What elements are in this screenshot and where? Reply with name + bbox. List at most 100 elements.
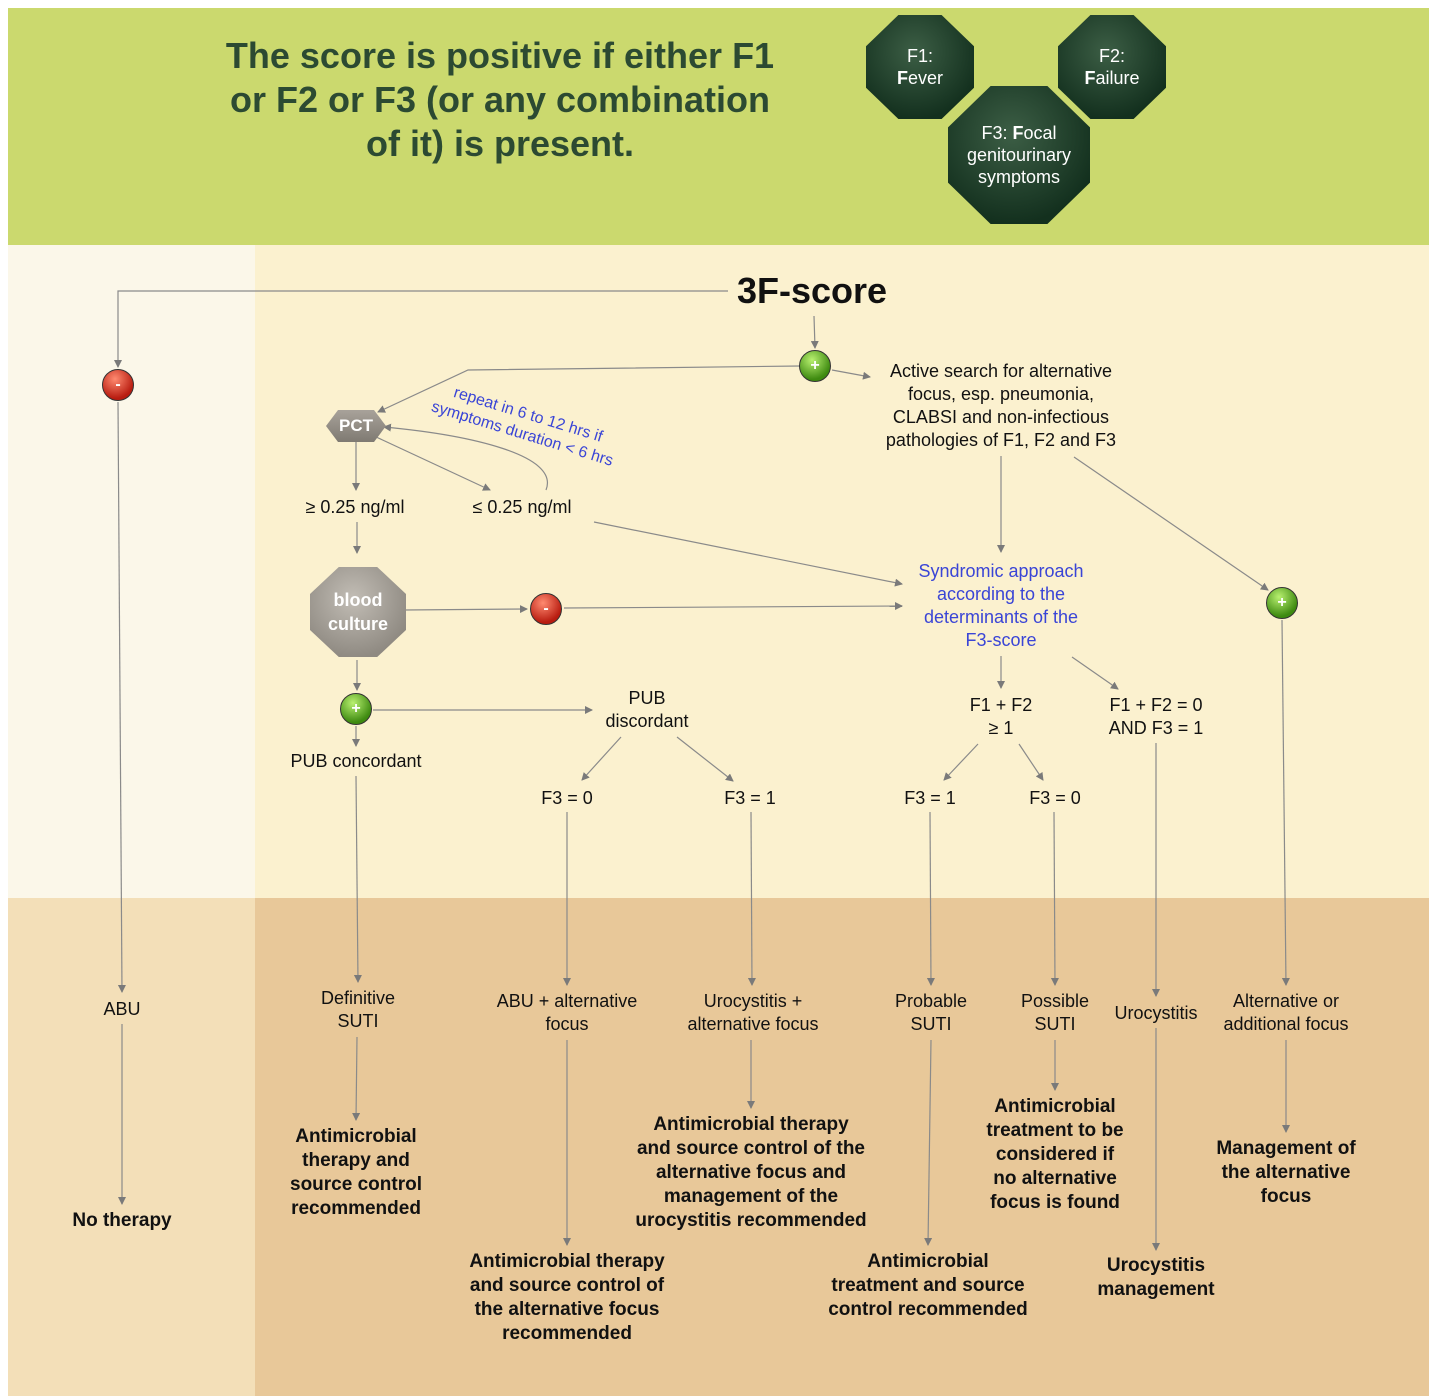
action-am-line-2: the alternative bbox=[1221, 1162, 1351, 1183]
arrow-low-to-syndromic bbox=[593, 521, 903, 587]
f3-line-3: symptoms bbox=[977, 167, 1060, 187]
arrow-f3-1a-to-uro-alt bbox=[747, 811, 756, 986]
f3-0-ge1: F3 = 0 bbox=[1029, 788, 1081, 808]
action-aft-line-4: recommended bbox=[502, 1323, 632, 1344]
f3-focal-octagon: F3: Focal genitourinary symptoms bbox=[948, 86, 1090, 224]
action-as-line-2: therapy and bbox=[302, 1150, 410, 1171]
arrow-plus2-to-alt bbox=[1281, 619, 1290, 986]
action-as-line-4: recommended bbox=[291, 1198, 421, 1219]
pub-discordant-line-1: PUB bbox=[628, 688, 666, 708]
arrow-pct-to-low bbox=[373, 435, 491, 491]
f1-f2-zero-line-2: AND F3 = 1 bbox=[1108, 718, 1204, 738]
f1-name: Fever bbox=[896, 68, 943, 88]
outcome-probable-suti: Probable SUTI bbox=[878, 990, 984, 1036]
pct-label: PCT bbox=[339, 416, 373, 435]
f3-line-2: genitourinary bbox=[966, 145, 1072, 165]
action-as-line-3: source control bbox=[290, 1174, 422, 1195]
probable-line-2: SUTI bbox=[910, 1014, 952, 1034]
negative-result-button: - bbox=[102, 369, 134, 401]
syndromic-line-2: according to the bbox=[936, 584, 1066, 604]
f3-1-discordant: F3 = 1 bbox=[724, 788, 776, 808]
arrow-definitive-to-therapy bbox=[352, 1036, 361, 1121]
action-um-line-2: management bbox=[1097, 1279, 1215, 1300]
f3-name: F3: Focal bbox=[981, 123, 1057, 143]
action-aft-line-3: the alternative focus bbox=[474, 1299, 660, 1320]
syndromic-line-4: F3-score bbox=[965, 630, 1037, 650]
blood-culture-line-1: blood bbox=[333, 590, 383, 610]
possible-line-2: SUTI bbox=[1034, 1014, 1076, 1034]
alternative-focus-plus-button: + bbox=[1266, 587, 1298, 619]
action-uat-line-4: management of the bbox=[663, 1186, 839, 1207]
uro-alt-line-1: Urocystitis + bbox=[703, 991, 803, 1011]
arrow-repeat-loop bbox=[383, 423, 549, 491]
outcome-urocystitis-alternative: Urocystitis + alternative focus bbox=[672, 990, 834, 1036]
arrow-syndromic-to-zero bbox=[1071, 656, 1119, 690]
pct-low-threshold: ≤ 0.25 ng/ml bbox=[472, 497, 572, 517]
f1-f2-ge-1: F1 + F2 ≥ 1 bbox=[950, 694, 1052, 740]
uro-alt-line-2: alternative focus bbox=[687, 1014, 819, 1034]
f1-label: F1: bbox=[906, 46, 933, 66]
action-aft-line-2: and source control of bbox=[469, 1275, 665, 1296]
f2-name: Failure bbox=[1084, 68, 1140, 88]
pub-concordant: PUB concordant bbox=[290, 751, 422, 771]
outcome-alternative-focus: Alternative or additional focus bbox=[1212, 990, 1360, 1036]
arrow-discordant-to-f3-0 bbox=[581, 736, 622, 781]
arrow-ge1-to-f3-1 bbox=[943, 743, 979, 781]
arrow-plus-to-search bbox=[831, 369, 871, 380]
action-uat-line-3: alternative focus and bbox=[655, 1162, 847, 1183]
pct-octagon: PCT bbox=[326, 410, 386, 442]
header-statement: The score is positive if either F1 or F2… bbox=[200, 34, 800, 166]
action-uat-line-5: urocystitis recommended bbox=[635, 1210, 867, 1231]
syndromic-line-1: Syndromic approach bbox=[918, 561, 1084, 581]
action-uat-line-2: and source control of the bbox=[636, 1138, 866, 1159]
arrow-score-to-plus bbox=[810, 315, 819, 349]
arrow-minus-to-abu bbox=[117, 401, 126, 993]
arrow-concordant-to-definitive bbox=[353, 775, 362, 983]
definitive-line-1: Definitive bbox=[320, 988, 396, 1008]
action-pos-line-3: considered if bbox=[995, 1144, 1115, 1165]
blood-culture-octagon: blood culture bbox=[310, 567, 406, 657]
action-pos-line-2: treatment to be bbox=[986, 1120, 1124, 1141]
left-column-band bbox=[8, 245, 255, 898]
alt-focus-line-1: Alternative or bbox=[1232, 991, 1340, 1011]
arrow-bc-to-minus2 bbox=[403, 605, 528, 614]
action-um-line-1: Urocystitis bbox=[1106, 1255, 1206, 1276]
outcome-abu-alternative: ABU + alternative focus bbox=[482, 990, 652, 1036]
f1-f2-zero-f3-one: F1 + F2 = 0 AND F3 = 1 bbox=[1088, 694, 1224, 740]
active-search-line-2: focus, esp. pneumonia, bbox=[907, 384, 1095, 404]
action-no-therapy: No therapy bbox=[72, 1210, 172, 1231]
header-band bbox=[8, 8, 1429, 245]
action-am-line-3: focus bbox=[1260, 1186, 1312, 1207]
action-antimicrobial-source: Antimicrobial therapy and source control… bbox=[276, 1125, 436, 1221]
positive-culture-button: + bbox=[340, 693, 372, 725]
action-alternative-management: Management of the alternative focus bbox=[1206, 1137, 1366, 1209]
arrow-f3-0b-to-possible bbox=[1050, 811, 1059, 986]
f3-1-ge1: F3 = 1 bbox=[904, 788, 956, 808]
arrow-search-to-plus2 bbox=[1073, 456, 1269, 591]
action-am-line-1: Management of bbox=[1216, 1138, 1356, 1159]
outcome-possible-suti: Possible SUTI bbox=[1005, 990, 1105, 1036]
active-search-line-3: CLABSI and non-infectious bbox=[892, 407, 1110, 427]
possible-line-1: Possible bbox=[1020, 991, 1090, 1011]
arrow-minus2-to-syndromic bbox=[563, 602, 903, 611]
active-search-line-1: Active search for alternative bbox=[889, 361, 1113, 381]
arrow-ge1-to-f3-0 bbox=[1018, 743, 1044, 781]
f3-0-discordant: F3 = 0 bbox=[541, 788, 593, 808]
action-pos-line-5: focus is found bbox=[990, 1192, 1120, 1213]
abu-alt-line-1: ABU + alternative bbox=[496, 991, 638, 1011]
alt-focus-line-2: additional focus bbox=[1223, 1014, 1349, 1034]
action-aft-line-1: Antimicrobial therapy bbox=[469, 1251, 665, 1272]
f2-failure-octagon: F2: Failure bbox=[1058, 15, 1166, 119]
action-pos-line-1: Antimicrobial bbox=[994, 1096, 1116, 1117]
action-pt-line-1: Antimicrobial bbox=[867, 1251, 989, 1272]
action-uat-line-1: Antimicrobial therapy bbox=[653, 1114, 849, 1135]
arrow-probable-to-treatment bbox=[924, 1039, 933, 1246]
f1-f2-ge-1-line-2: ≥ 1 bbox=[988, 718, 1014, 738]
syndromic-approach: Syndromic approach according to the dete… bbox=[896, 560, 1106, 652]
action-probable-treatment: Antimicrobial treatment and source contr… bbox=[816, 1250, 1040, 1322]
action-alt-focus-therapy: Antimicrobial therapy and source control… bbox=[456, 1250, 678, 1346]
action-as-line-1: Antimicrobial bbox=[295, 1126, 417, 1147]
action-possible-treatment: Antimicrobial treatment to be considered… bbox=[970, 1095, 1140, 1215]
header-line-1: The score is positive if either F1 bbox=[225, 35, 775, 76]
